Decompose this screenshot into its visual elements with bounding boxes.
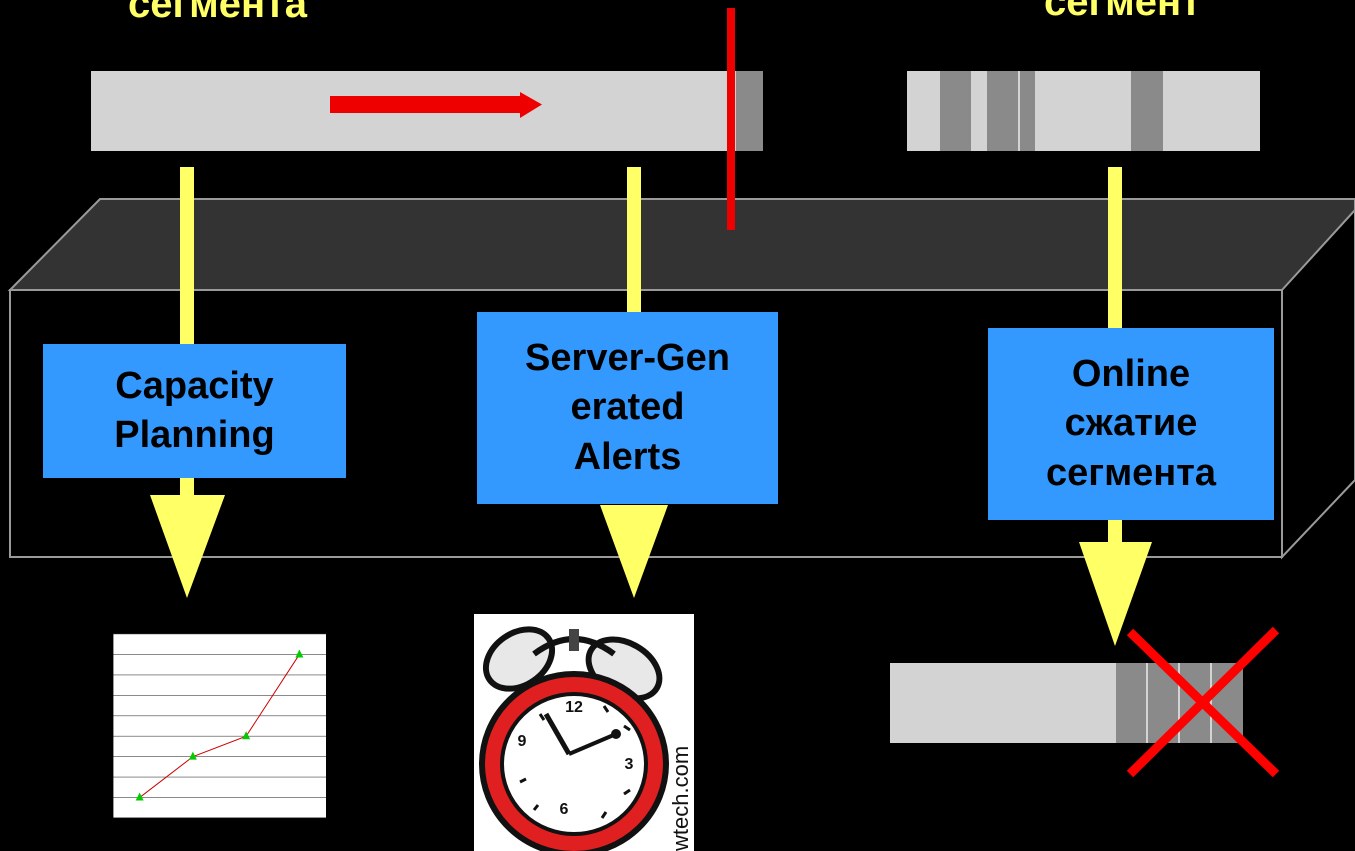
clock-number-3: 3 [625, 756, 634, 773]
chart-ytick-label: 50 [100, 712, 108, 721]
alarm-clock-image: 12 3 6 9 wtech.com [474, 614, 694, 851]
segment-bar-left-used [736, 71, 763, 151]
left-top-label: сегмента [128, 0, 307, 26]
box-line: Server-Gen [525, 336, 730, 379]
chart-xtick-label: 2nd Qtr [181, 831, 206, 840]
box-line: Capacity [115, 364, 274, 407]
chart-xtick-label: 4th Qtr [288, 831, 311, 840]
chart-point [295, 649, 304, 658]
connector-capacity-bottom [180, 478, 194, 498]
clock-number-9: 9 [518, 733, 527, 750]
chart-ytick-label: 40 [100, 732, 108, 741]
box-line: Alerts [573, 435, 682, 478]
box-line: сжатие [1064, 402, 1198, 445]
connector-alerts-top [627, 167, 641, 313]
connector-capacity-top [180, 167, 194, 345]
chart-ytick-label: 80 [100, 650, 108, 659]
box-line: Online [1071, 352, 1191, 395]
chart-point [188, 751, 197, 760]
red-x-icon [1126, 626, 1280, 778]
platform-top [7, 198, 1355, 291]
chart-series-line [139, 654, 300, 798]
box-line: erated [570, 386, 685, 429]
capacity-line-chart: 0 10 20 30 40 50 60 70 80 90 1st Qtr 2nd Qtr 3rd Qtr… [100, 630, 326, 840]
chart-ytick-label: 0 [104, 814, 108, 823]
down-arrow-icon [1079, 542, 1152, 646]
chart-xtick-label: 3rd Qtr [234, 831, 258, 840]
chart-xtick-label: 1st Qtr [129, 831, 151, 840]
connector-online-top [1108, 167, 1122, 329]
chart-ytick-label: 10 [100, 794, 108, 803]
chart-ytick-label: 70 [100, 671, 108, 680]
clock-number-6: 6 [560, 801, 569, 818]
chart-point [242, 731, 251, 740]
arrow-right-icon [330, 92, 542, 118]
right-top-label: сегмент [1044, 0, 1201, 24]
clock-number-12: 12 [565, 699, 583, 716]
down-arrow-icon [600, 505, 668, 598]
chart-ytick-label: 60 [100, 691, 108, 700]
capacity-planning-box: Capacity Planning [43, 344, 346, 478]
alarm-clock-icon: 12 3 6 9 wtech.com [479, 626, 693, 851]
chart-point [135, 792, 144, 801]
box-line: Planning [114, 414, 275, 456]
chart-ytick-label: 20 [100, 773, 108, 782]
server-alerts-box: Server-Gen erated Alerts [477, 312, 778, 504]
segment-bar-right [907, 71, 1260, 151]
chart-plot-area [113, 634, 326, 818]
clock-watermark: wtech.com [668, 746, 693, 851]
chart-ytick-label: 30 [100, 753, 108, 762]
connector-online-bottom [1108, 518, 1122, 544]
red-divider-line [727, 8, 735, 230]
online-compress-box: Online сжатие сегмента [988, 328, 1274, 520]
chart-ytick-label: 90 [100, 630, 108, 639]
box-line: сегмента [1045, 451, 1217, 494]
down-arrow-icon [150, 495, 225, 598]
compressed-bar-block [1116, 663, 1146, 743]
